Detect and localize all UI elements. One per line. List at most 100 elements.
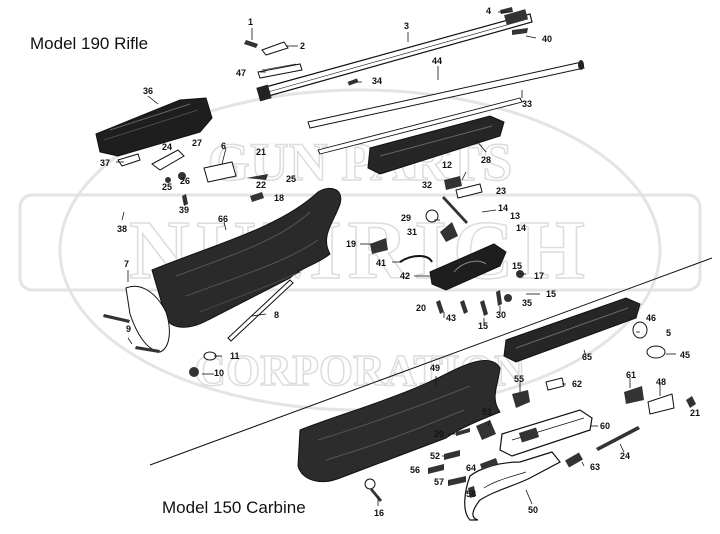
callout-20a: 20 [416, 303, 427, 313]
pin-15 [480, 300, 488, 316]
callout-1: 1 [248, 17, 254, 27]
callout-52: 52 [430, 451, 441, 461]
callout-2: 2 [300, 41, 306, 51]
callout-23: 23 [496, 186, 507, 196]
part-26 [178, 172, 186, 180]
callout-64: 64 [466, 463, 477, 473]
callout-11: 11 [230, 351, 240, 361]
callout-38: 38 [117, 224, 128, 234]
callout-15b: 15 [546, 289, 557, 299]
barrel-band-46 [632, 321, 648, 339]
callout-60: 60 [600, 421, 611, 431]
watermark-band [18, 193, 702, 292]
callout-27: 27 [192, 138, 203, 148]
callout-62: 62 [572, 379, 583, 389]
trigger-guard [429, 243, 507, 291]
callout-41: 41 [376, 258, 387, 268]
rod-24-carbine [596, 426, 640, 451]
callout-49: 49 [430, 363, 441, 373]
callout-63: 63 [590, 462, 601, 472]
callout-26: 26 [180, 176, 191, 186]
callout-31: 31 [407, 227, 418, 237]
callout-48: 48 [656, 377, 667, 387]
screw-39 [182, 194, 188, 206]
callout-28: 28 [481, 155, 492, 165]
screw-18 [250, 192, 264, 202]
part-56 [428, 464, 444, 474]
callout-19: 19 [346, 239, 357, 249]
callout-24b: 24 [620, 451, 631, 461]
pin-34 [347, 78, 359, 86]
receiver-cover [367, 115, 505, 175]
callout-40: 40 [542, 34, 553, 44]
pin-43 [460, 300, 468, 314]
hammer-31 [440, 222, 458, 242]
callout-4: 4 [486, 6, 492, 16]
sight-screw-1 [244, 40, 258, 48]
callout-24a: 24 [162, 142, 173, 152]
callout-25b: 25 [286, 174, 297, 184]
callout-56: 56 [410, 465, 421, 475]
callout-12: 12 [442, 160, 453, 170]
forearm-cap [117, 153, 141, 167]
callout-29: 29 [401, 213, 412, 223]
callout-33: 33 [522, 99, 533, 109]
carbine-forearm [503, 297, 641, 363]
stock-bolt [227, 279, 294, 342]
leader-lines [116, 11, 676, 506]
callout-20b: 20 [434, 429, 445, 439]
lever-41 [399, 255, 433, 263]
pin-20 [436, 300, 444, 314]
callout-46: 46 [646, 313, 657, 323]
callout-15a: 15 [512, 261, 523, 271]
clip-22 [246, 174, 268, 180]
callout-51: 51 [482, 407, 493, 417]
part-25 [165, 177, 171, 183]
title-model-190-rifle: Model 190 Rifle [30, 34, 149, 53]
callout-37: 37 [100, 158, 111, 168]
callout-36: 36 [143, 86, 154, 96]
nut-10 [189, 367, 199, 377]
carbine-buttstock [297, 359, 501, 482]
barrel [256, 9, 533, 102]
part-23 [455, 183, 483, 199]
callout-15c: 15 [478, 321, 489, 331]
part-12 [444, 176, 462, 190]
part-57 [448, 476, 466, 486]
callout-35: 35 [522, 298, 533, 308]
pin-21-carbine [686, 396, 696, 408]
rear-sight [257, 63, 303, 79]
callout-22: 22 [256, 180, 267, 190]
block-6 [203, 161, 237, 183]
part-16 [364, 478, 382, 502]
part-29 [425, 209, 439, 223]
callout-45: 45 [680, 350, 691, 360]
magazine-tube [307, 60, 585, 129]
callout-44: 44 [432, 56, 443, 66]
callout-21a: 21 [256, 147, 267, 157]
part-48 [647, 393, 675, 415]
part-55 [512, 390, 530, 408]
part-63 [565, 452, 583, 468]
part-40 [512, 28, 528, 35]
callout-50: 50 [528, 505, 539, 515]
callout-39: 39 [179, 205, 190, 215]
callout-55: 55 [514, 374, 525, 384]
callout-34: 34 [372, 76, 383, 86]
callout-21b: 21 [690, 408, 701, 418]
front-sight [500, 7, 513, 14]
callout-13: 13 [510, 211, 521, 221]
part-61 [624, 386, 644, 404]
spring-32 [442, 196, 468, 224]
callout-10: 10 [214, 368, 225, 378]
callout-30: 30 [496, 310, 507, 320]
butt-plate [125, 285, 170, 353]
callout-43: 43 [446, 313, 457, 323]
callout-57: 57 [434, 477, 445, 487]
callout-65: 65 [582, 352, 593, 362]
callout-47: 47 [236, 68, 247, 78]
pin-30 [496, 290, 502, 306]
callout-61: 61 [626, 370, 637, 380]
